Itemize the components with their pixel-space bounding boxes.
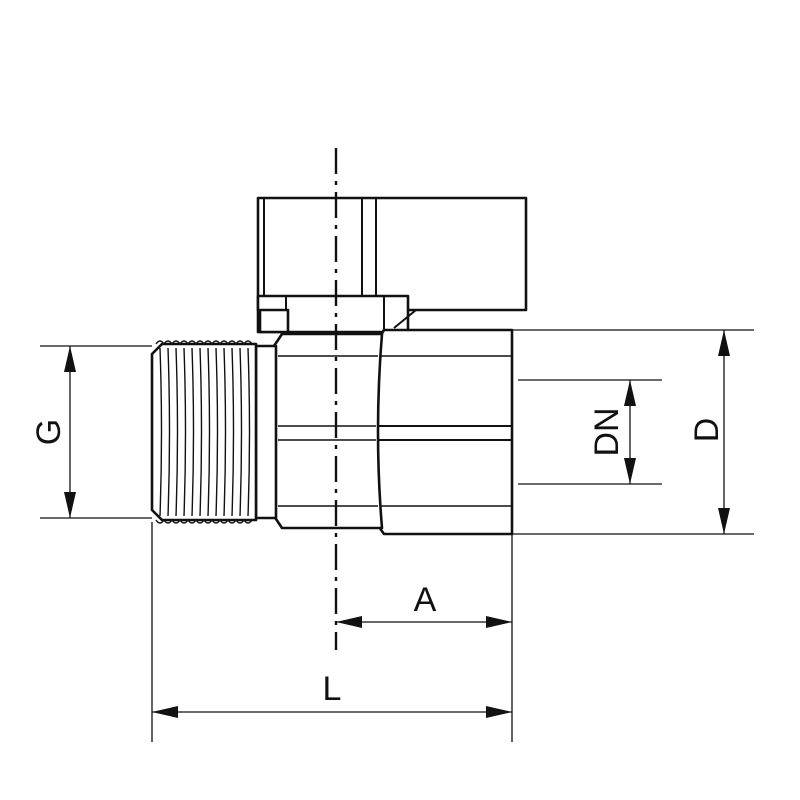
dimension-a: A [336, 581, 512, 628]
label-g: G [30, 419, 68, 445]
hex-nut [272, 332, 384, 530]
thread-crest-bottom [203, 519, 213, 524]
thread-ridge [183, 347, 187, 517]
thread-ridge [215, 347, 219, 517]
thread-crest-top [195, 340, 205, 345]
thread-ridge [247, 347, 251, 517]
thread-crest-top [235, 340, 245, 345]
thread-ridge [239, 347, 243, 517]
thread-crest-bottom [243, 519, 253, 524]
thread-crest-top [155, 340, 165, 345]
thread-crest-top [227, 340, 237, 345]
label-a: A [414, 581, 437, 619]
thread-crest-bottom [155, 519, 165, 524]
thread-ridge [231, 347, 235, 517]
thread-ridge [223, 347, 227, 517]
thread-ridge [159, 347, 163, 517]
thread-crest-top [203, 340, 213, 345]
label-l: L [323, 670, 342, 708]
thread-crest-bottom [227, 519, 237, 524]
thread-crest-bottom [163, 519, 173, 524]
dimension-dn: DN [588, 380, 636, 484]
thread-ridge [207, 347, 211, 517]
stem-nut [256, 294, 417, 334]
thread-crest-top [243, 340, 253, 345]
thread-ridge [175, 347, 179, 517]
thread-crest-bottom [187, 519, 197, 524]
thread-crest-bottom [219, 519, 229, 524]
lever-handle [256, 196, 528, 312]
male-thread [150, 340, 278, 524]
extension-lines [40, 329, 754, 742]
label-d: D [688, 418, 726, 443]
thread-crest-bottom [211, 519, 221, 524]
thread-crest-top [211, 340, 221, 345]
label-dn: DN [588, 407, 626, 456]
dimension-g: G [30, 346, 76, 518]
thread-crest-top [163, 340, 173, 345]
dimension-d: D [688, 330, 730, 534]
thread-ridge [167, 347, 171, 517]
thread-crest-top [219, 340, 229, 345]
thread-crest-top [187, 340, 197, 345]
thread-crest-top [171, 340, 181, 345]
thread-crest-bottom [195, 519, 205, 524]
thread-ridge [191, 347, 195, 517]
thread-crest-bottom [179, 519, 189, 524]
thread-crest-bottom [235, 519, 245, 524]
valve-body [370, 328, 514, 536]
thread-crest-bottom [171, 519, 181, 524]
thread-ridge [199, 347, 203, 517]
thread-crest-top [179, 340, 189, 345]
dimension-l: L [152, 670, 512, 718]
